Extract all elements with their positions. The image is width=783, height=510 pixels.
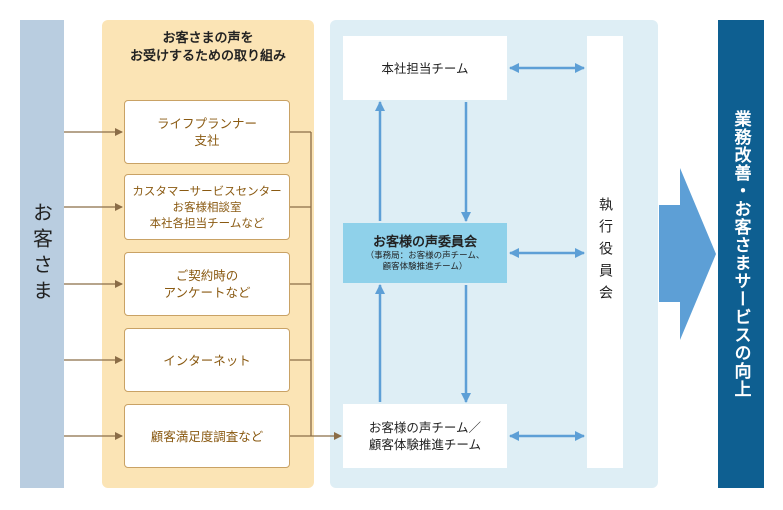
executive-committee-label: 執行役員会 [597,197,613,307]
channel-satisfaction-survey: 顧客満足度調査など [124,404,290,468]
channel-customer-service-line3: 本社各担当チームなど [149,216,265,230]
voice-team-line1: お客様の声チーム／ [368,420,482,435]
channel-life-planner-line1: ライフプランナー [156,116,257,131]
channel-contract-survey: ご契約時の アンケートなど [124,252,290,316]
channel-collector-bracket [290,131,312,437]
channel-customer-service-line2: お客様相談室 [172,200,242,214]
channel-life-planner: ライフプランナー 支社 [124,100,290,164]
channels-title: お客さまの声を お受けするための取り組み [102,30,314,66]
head-office-team-box: 本社担当チーム [343,36,507,100]
channel-life-planner-line2: 支社 [194,133,220,148]
channels-title-line2: お受けするための取り組み [129,49,286,64]
channels-title-line1: お客さまの声を [162,31,254,46]
channel-customer-service-line1: カスタマーサービスセンター [132,184,282,198]
head-office-team-label: 本社担当チーム [381,60,469,76]
customer-label: お客さま [29,202,54,306]
voice-team-box: お客様の声チーム／ 顧客体験推進チーム [343,404,507,468]
result-band: 業務改善・お客さまサービスの向上 [718,20,764,488]
voice-committee-box: お客様の声委員会 （事務局：お客様の声チーム、 顧客体験推進チーム） [343,223,507,283]
channel-customer-service: カスタマーサービスセンター お客様相談室 本社各担当チームなど [124,174,290,240]
customer-column: お客さま [20,20,64,488]
voice-committee-sub2: 顧客体験推進チーム） [382,261,468,272]
channel-contract-survey-line1: ご契約時の [175,268,239,283]
executive-committee-box: 執行役員会 [587,36,623,468]
voice-team-line2: 顧客体験推進チーム [368,437,482,452]
channel-satisfaction-survey-line1: 顧客満足度調査など [150,428,264,444]
voice-committee-sub1: （事務局：お客様の声チーム、 [365,250,485,261]
channel-internet-line1: インターネット [163,352,251,368]
voice-committee-title: お客様の声委員会 [372,234,477,250]
big-result-arrow [659,168,716,340]
result-label: 業務改善・お客さまサービスの向上 [730,110,751,398]
channel-contract-survey-line2: アンケートなど [163,285,251,300]
channel-internet: インターネット [124,328,290,392]
